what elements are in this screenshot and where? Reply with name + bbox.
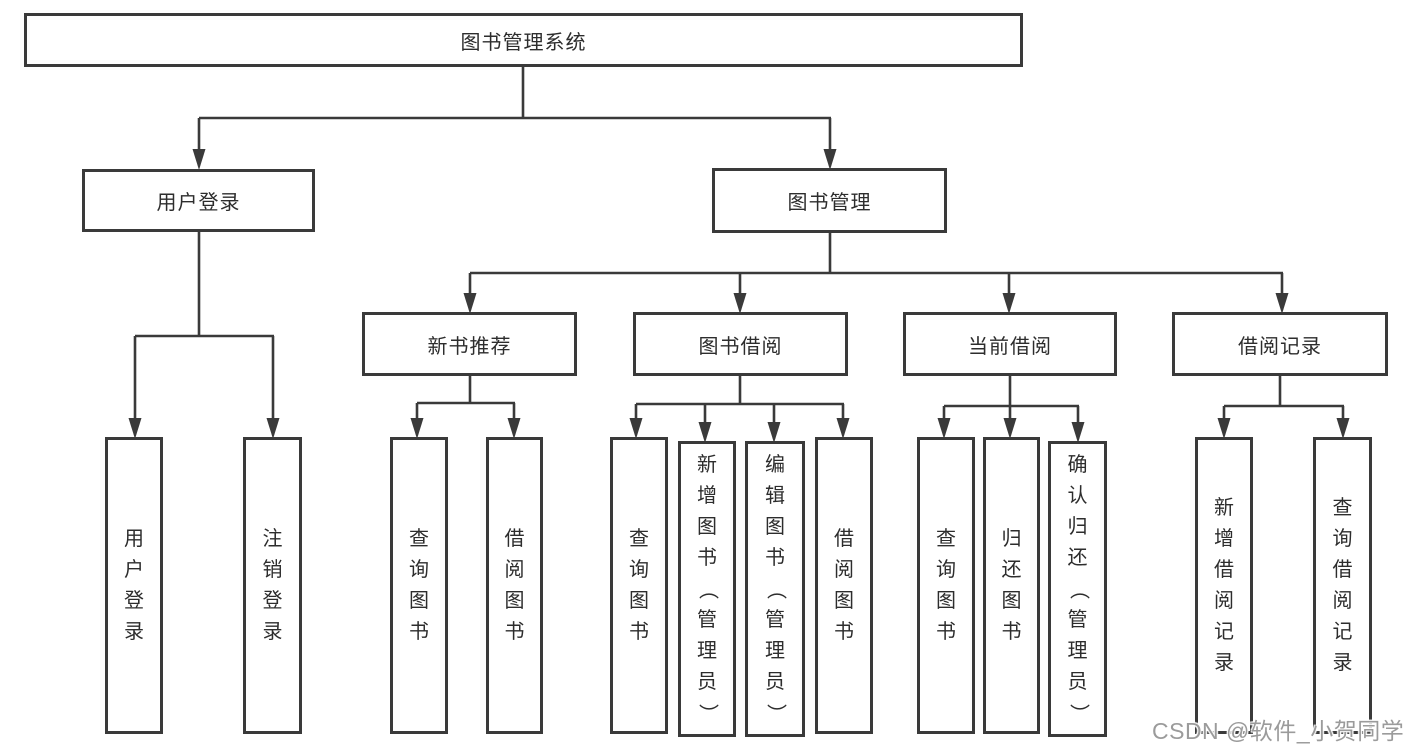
node-book-borrow: 图书借阅 [633, 312, 848, 376]
leaf-confirm-return-admin-label: 确认归还（管理员） [1067, 453, 1089, 724]
leaf-add-books-admin: 新增图书（管理员） [678, 441, 736, 737]
leaf-user-login-label: 用户登录 [124, 527, 144, 643]
node-book-management: 图书管理 [712, 168, 947, 233]
node-user-login-label: 用户登录 [156, 192, 241, 214]
node-new-book-recommend-label: 新书推荐 [427, 335, 512, 358]
leaf-query-books-borrow-label: 查询图书 [629, 527, 649, 643]
watermark-text: CSDN @软件_小贺同学 [1152, 718, 1405, 744]
node-user-login: 用户登录 [82, 169, 315, 232]
leaf-borrow-books-borrow-label: 借阅图书 [834, 527, 854, 643]
leaf-edit-books-admin-label: 编辑图书（管理员） [764, 453, 787, 724]
leaf-borrow-books-borrow: 借阅图书 [815, 437, 873, 734]
leaf-query-books-current-label: 查询图书 [936, 527, 956, 643]
node-library-management-system-label: 图书管理系统 [460, 31, 587, 54]
leaf-return-books-label: 归还图书 [1001, 527, 1022, 643]
leaf-query-borrow-record-label: 查询借阅记录 [1332, 496, 1353, 674]
leaf-borrow-books-recommend-label: 借阅图书 [504, 527, 525, 643]
node-borrow-records-label: 借阅记录 [1238, 335, 1322, 358]
node-current-borrow-label: 当前借阅 [968, 335, 1052, 358]
node-current-borrow: 当前借阅 [903, 312, 1117, 376]
node-borrow-records: 借阅记录 [1172, 312, 1388, 376]
leaf-query-books-recommend-label: 查询图书 [409, 527, 429, 643]
leaf-query-books-recommend: 查询图书 [390, 437, 448, 734]
leaf-add-books-admin-label: 新增图书（管理员） [696, 453, 719, 724]
leaf-add-borrow-record-label: 新增借阅记录 [1214, 496, 1234, 674]
node-book-management-label: 图书管理 [787, 192, 872, 214]
leaf-query-books-current: 查询图书 [917, 437, 975, 734]
leaf-borrow-books-recommend: 借阅图书 [486, 437, 543, 734]
leaf-edit-books-admin: 编辑图书（管理员） [745, 441, 805, 737]
leaf-query-books-borrow: 查询图书 [610, 437, 668, 734]
node-new-book-recommend: 新书推荐 [362, 312, 577, 376]
leaf-user-login: 用户登录 [105, 437, 163, 734]
leaf-query-borrow-record: 查询借阅记录 [1313, 437, 1372, 734]
leaf-logout-label: 注销登录 [262, 527, 283, 643]
node-library-management-system: 图书管理系统 [24, 13, 1023, 67]
leaf-return-books: 归还图书 [983, 437, 1040, 734]
leaf-logout: 注销登录 [243, 437, 302, 734]
leaf-confirm-return-admin: 确认归还（管理员） [1048, 441, 1107, 737]
node-book-borrow-label: 图书借阅 [698, 335, 783, 358]
leaf-add-borrow-record: 新增借阅记录 [1195, 437, 1253, 734]
